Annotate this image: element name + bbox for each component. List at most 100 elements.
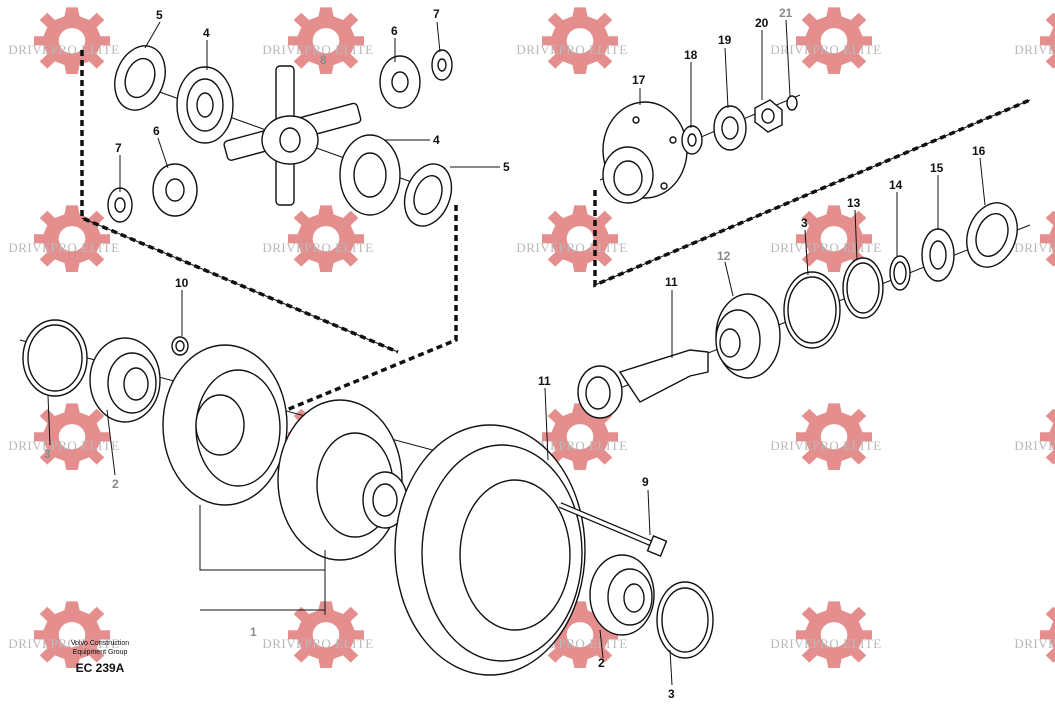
watermark-text: DRIVEPRO ELITE [8,636,119,651]
callout-7-lower: 7 [115,141,122,155]
pinion-flange-assembly [599,94,801,204]
watermark-tile: DRIVEPRO ELITE [262,601,373,668]
pinion-shaft-assembly [577,202,1031,419]
callout-16: 16 [972,144,986,158]
thrust-washer-part-5-upper [114,45,166,111]
gear-watermark-icon [796,7,872,74]
callout-13: 13 [847,196,861,210]
watermark-tile: DRIVEPRO ELITE [770,205,881,272]
bearing-part-2-right [589,554,655,636]
callout-10: 10 [175,276,189,290]
watermark-text: DRIVEPRO ELITE [770,240,881,255]
callout-6-upper: 6 [391,24,398,38]
callout-7-upper: 7 [433,7,440,21]
watermark-text: DRIVEPRO ELITE [8,42,119,57]
washer-lower-part-7 [107,187,133,223]
watermark-tile: DRIVEPRO ELITE [516,7,627,74]
lock-ring-part-21 [786,95,798,111]
callout-2-right: 2 [598,656,605,670]
pinion-gear-upper-part-6 [379,55,421,109]
callout-17: 17 [632,73,646,87]
watermark-tile: DRIVEPRO ELITE [1014,403,1055,470]
callout-15: 15 [930,161,944,175]
case-half-left-part-1 [162,344,288,506]
watermark-tile: DRIVEPRO ELITE [770,7,881,74]
callout-8: 8 [320,53,327,67]
bushing-part-10 [171,336,189,356]
watermark-tile: DRIVEPRO ELITE [1014,7,1055,74]
case-half-right-part-1 [277,399,408,561]
callout-2-left: 2 [112,477,119,491]
watermark-text: DRIVEPRO ELITE [8,438,119,453]
gear-watermark-icon [796,601,872,668]
gear-watermark-icon [34,601,110,668]
gear-watermark-icon [34,7,110,74]
watermark-tile: DRIVEPRO ELITE [1014,205,1055,272]
watermark-text: DRIVEPRO ELITE [1014,438,1055,453]
gear-watermark-icon [542,205,618,272]
callout-6-lower: 6 [153,124,160,138]
callout-4-upper: 4 [203,26,210,40]
callout-20: 20 [755,16,769,30]
washer-upper-part-7 [431,49,453,81]
bearing-cup-part-3-right [656,581,714,659]
watermark-tile: DRIVEPRO ELITE [770,403,881,470]
watermark-tile: DRIVEPRO ELITE [262,7,373,74]
callout-3-right: 3 [668,687,675,701]
nut-part-20 [754,99,783,133]
watermark-text: DRIVEPRO ELITE [516,240,627,255]
watermark-tile: DRIVEPRO ELITE [1014,601,1055,668]
leader-lines [47,19,986,686]
bolt-part-9 [558,502,668,557]
callout-1: 1 [250,625,257,639]
gear-watermark-icon [34,205,110,272]
bearing-part-2-left [89,337,161,423]
watermark-text: DRIVEPRO ELITE [262,42,373,57]
watermark-tile: DRIVEPRO ELITE [8,601,119,668]
callout-11-crown: 11 [538,374,551,388]
watermark-text: DRIVEPRO ELITE [516,42,627,57]
gear-watermark-icon [796,403,872,470]
callout-5-lower: 5 [503,160,510,174]
watermark-text: DRIVEPRO ELITE [8,240,119,255]
shim-part-13 [842,257,884,319]
spacer-part-14 [889,255,911,291]
callout-3-upper-right: 3 [801,216,808,230]
bearing-part-12 [715,293,781,379]
gear-watermark-icon [1040,601,1055,668]
gear-watermark-icon [288,205,364,272]
bearing-cup-part-3-left [22,319,88,397]
credit-block: Volvo Construction Equipment Group EC 23… [71,640,129,675]
watermark-tile: DRIVEPRO ELITE [8,7,119,74]
watermark-text: DRIVEPRO ELITE [770,636,881,651]
lock-plate-part-19 [713,105,747,151]
side-gear-left-part-4 [176,66,234,144]
gear-watermark-icon [1040,205,1055,272]
gear-watermark-icon [542,7,618,74]
credit-line-1: Volvo Construction [71,640,129,647]
callout-3-left: 3 [44,447,51,461]
watermark-text: DRIVEPRO ELITE [1014,636,1055,651]
watermark-tile: DRIVEPRO ELITE [8,403,119,470]
side-gear-right-part-4 [339,134,401,216]
drive-pinion-part-11 [577,349,709,419]
seal-part-16 [966,202,1018,268]
callout-14: 14 [889,178,903,192]
bearing-cup-part-3 [783,271,841,349]
watermark-text: DRIVEPRO ELITE [1014,240,1055,255]
callout-4-lower: 4 [433,133,440,147]
gear-watermark-icon [1040,403,1055,470]
callout-21: 21 [779,6,793,20]
differential-spider-assembly [107,45,453,227]
callout-18: 18 [684,48,698,62]
crown-wheel-part-11 [394,424,586,676]
credit-line-2: Equipment Group [73,649,128,656]
watermark-tile: DRIVEPRO ELITE [770,601,881,668]
watermark-tile: DRIVEPRO ELITE [8,205,119,272]
callout-12: 12 [717,249,731,263]
callout-9: 9 [642,475,649,489]
gear-watermark-icon [288,601,364,668]
watermark-text: DRIVEPRO ELITE [262,240,373,255]
bearing-part-15 [921,228,955,282]
drawing-code: EC 239A [76,661,125,675]
